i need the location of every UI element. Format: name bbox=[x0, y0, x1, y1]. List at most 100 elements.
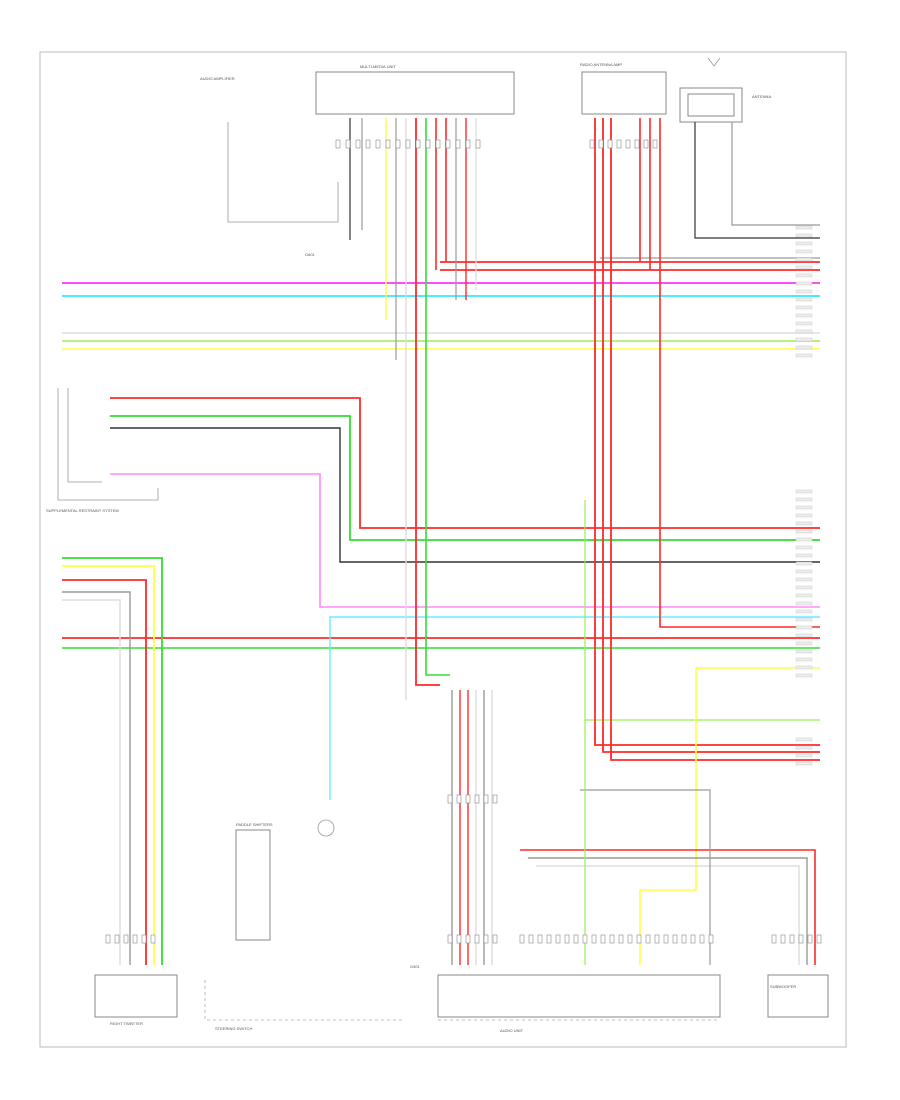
horizontal-wires bbox=[62, 257, 820, 965]
terminal-tick bbox=[795, 233, 813, 238]
wire-gray bbox=[580, 789, 711, 965]
pin bbox=[663, 934, 669, 944]
svg-text:RADIO ANTENNA AMP: RADIO ANTENNA AMP bbox=[580, 62, 622, 67]
pin bbox=[105, 934, 111, 944]
pin bbox=[445, 139, 451, 149]
pin bbox=[447, 794, 453, 804]
pin bbox=[465, 139, 471, 149]
pin bbox=[465, 934, 471, 944]
pin bbox=[652, 139, 658, 149]
wire-light-green bbox=[584, 500, 820, 721]
terminal-tick bbox=[795, 241, 813, 246]
terminal-tick bbox=[795, 297, 813, 302]
terminal-tick bbox=[795, 225, 813, 230]
terminal-tick bbox=[795, 289, 813, 294]
pin bbox=[455, 139, 461, 149]
pin bbox=[355, 139, 361, 149]
terminal-tick bbox=[795, 617, 813, 622]
terminal-tick bbox=[795, 513, 813, 518]
terminal-tick bbox=[795, 673, 813, 678]
terminal-tick bbox=[795, 249, 813, 254]
pin bbox=[627, 934, 633, 944]
terminal-tick bbox=[795, 745, 813, 750]
terminal-tick bbox=[795, 657, 813, 662]
pin bbox=[708, 934, 714, 944]
pin bbox=[447, 934, 453, 944]
pin bbox=[395, 139, 401, 149]
terminal-tick bbox=[795, 753, 813, 758]
svg-text:AUDIO UNIT: AUDIO UNIT bbox=[500, 1028, 524, 1033]
terminal-tick bbox=[795, 561, 813, 566]
terminal-tick bbox=[795, 345, 813, 350]
svg-text:STEERING SWITCH: STEERING SWITCH bbox=[215, 1026, 252, 1031]
pin bbox=[807, 934, 813, 944]
top-center-connector: MULTI-MEDIA UNIT bbox=[315, 64, 515, 115]
pin bbox=[789, 934, 795, 944]
pin bbox=[475, 139, 481, 149]
pin bbox=[798, 934, 804, 944]
terminal-tick bbox=[795, 665, 813, 670]
pin bbox=[643, 139, 649, 149]
pin bbox=[435, 139, 441, 149]
pin bbox=[519, 934, 525, 944]
svg-text:RIGHT TWEETER: RIGHT TWEETER bbox=[110, 1021, 143, 1026]
pin bbox=[546, 934, 552, 944]
pin bbox=[114, 934, 120, 944]
connector-pins bbox=[105, 139, 822, 944]
wire-red bbox=[610, 118, 820, 761]
pin bbox=[425, 139, 431, 149]
wire-yellow bbox=[639, 668, 697, 965]
pin bbox=[589, 139, 595, 149]
pin bbox=[780, 934, 786, 944]
wire-red bbox=[602, 118, 820, 753]
pin bbox=[415, 139, 421, 149]
terminal-tick bbox=[795, 641, 813, 646]
terminal-tick bbox=[795, 633, 813, 638]
wire-red bbox=[62, 579, 147, 965]
steering-switch: STEERING SWITCH PADDLE SHIFTERS bbox=[204, 819, 405, 1031]
pin bbox=[492, 934, 498, 944]
terminal-tick bbox=[795, 505, 813, 510]
pin bbox=[474, 934, 480, 944]
wire-black bbox=[110, 427, 820, 563]
pin bbox=[555, 934, 561, 944]
svg-text:SUBWOOFER: SUBWOOFER bbox=[770, 984, 796, 989]
wire-black bbox=[694, 122, 820, 239]
pin bbox=[598, 139, 604, 149]
terminal-tick bbox=[795, 265, 813, 270]
pin bbox=[345, 139, 351, 149]
wire-yellow bbox=[62, 565, 155, 965]
right-tweeter: RIGHT TWEETER bbox=[94, 974, 178, 1026]
antenna-box: ANTENNA bbox=[679, 57, 771, 123]
subwoofer: SUBWOOFER bbox=[767, 974, 829, 1018]
pin bbox=[681, 934, 687, 944]
pin bbox=[600, 934, 606, 944]
svg-text:MULTI-MEDIA UNIT: MULTI-MEDIA UNIT bbox=[360, 64, 396, 69]
terminal-tick bbox=[795, 609, 813, 614]
pin bbox=[335, 139, 341, 149]
terminal-tick bbox=[795, 529, 813, 534]
svg-text:PADDLE SHIFTERS: PADDLE SHIFTERS bbox=[236, 822, 273, 827]
wire-red bbox=[415, 118, 440, 686]
terminal-tick bbox=[795, 577, 813, 582]
terminal-tick bbox=[795, 337, 813, 342]
wire-light-blue bbox=[329, 616, 820, 800]
terminal-tick bbox=[795, 585, 813, 590]
pin bbox=[537, 934, 543, 944]
pin bbox=[474, 794, 480, 804]
top-right-connector: RADIO ANTENNA AMP bbox=[580, 62, 667, 115]
wire-gray bbox=[528, 857, 808, 965]
wire-red bbox=[520, 849, 816, 965]
terminal-tick bbox=[795, 257, 813, 262]
pin bbox=[528, 934, 534, 944]
wire-white bbox=[536, 865, 800, 965]
pin bbox=[385, 139, 391, 149]
pin bbox=[654, 934, 660, 944]
terminal-tick bbox=[795, 497, 813, 502]
wire-gray bbox=[731, 122, 820, 226]
wire-green bbox=[110, 415, 820, 541]
svg-text:SUPPLEMENTAL RESTRAINT SYSTEM: SUPPLEMENTAL RESTRAINT SYSTEM bbox=[46, 508, 119, 513]
pin bbox=[699, 934, 705, 944]
pin bbox=[141, 934, 147, 944]
